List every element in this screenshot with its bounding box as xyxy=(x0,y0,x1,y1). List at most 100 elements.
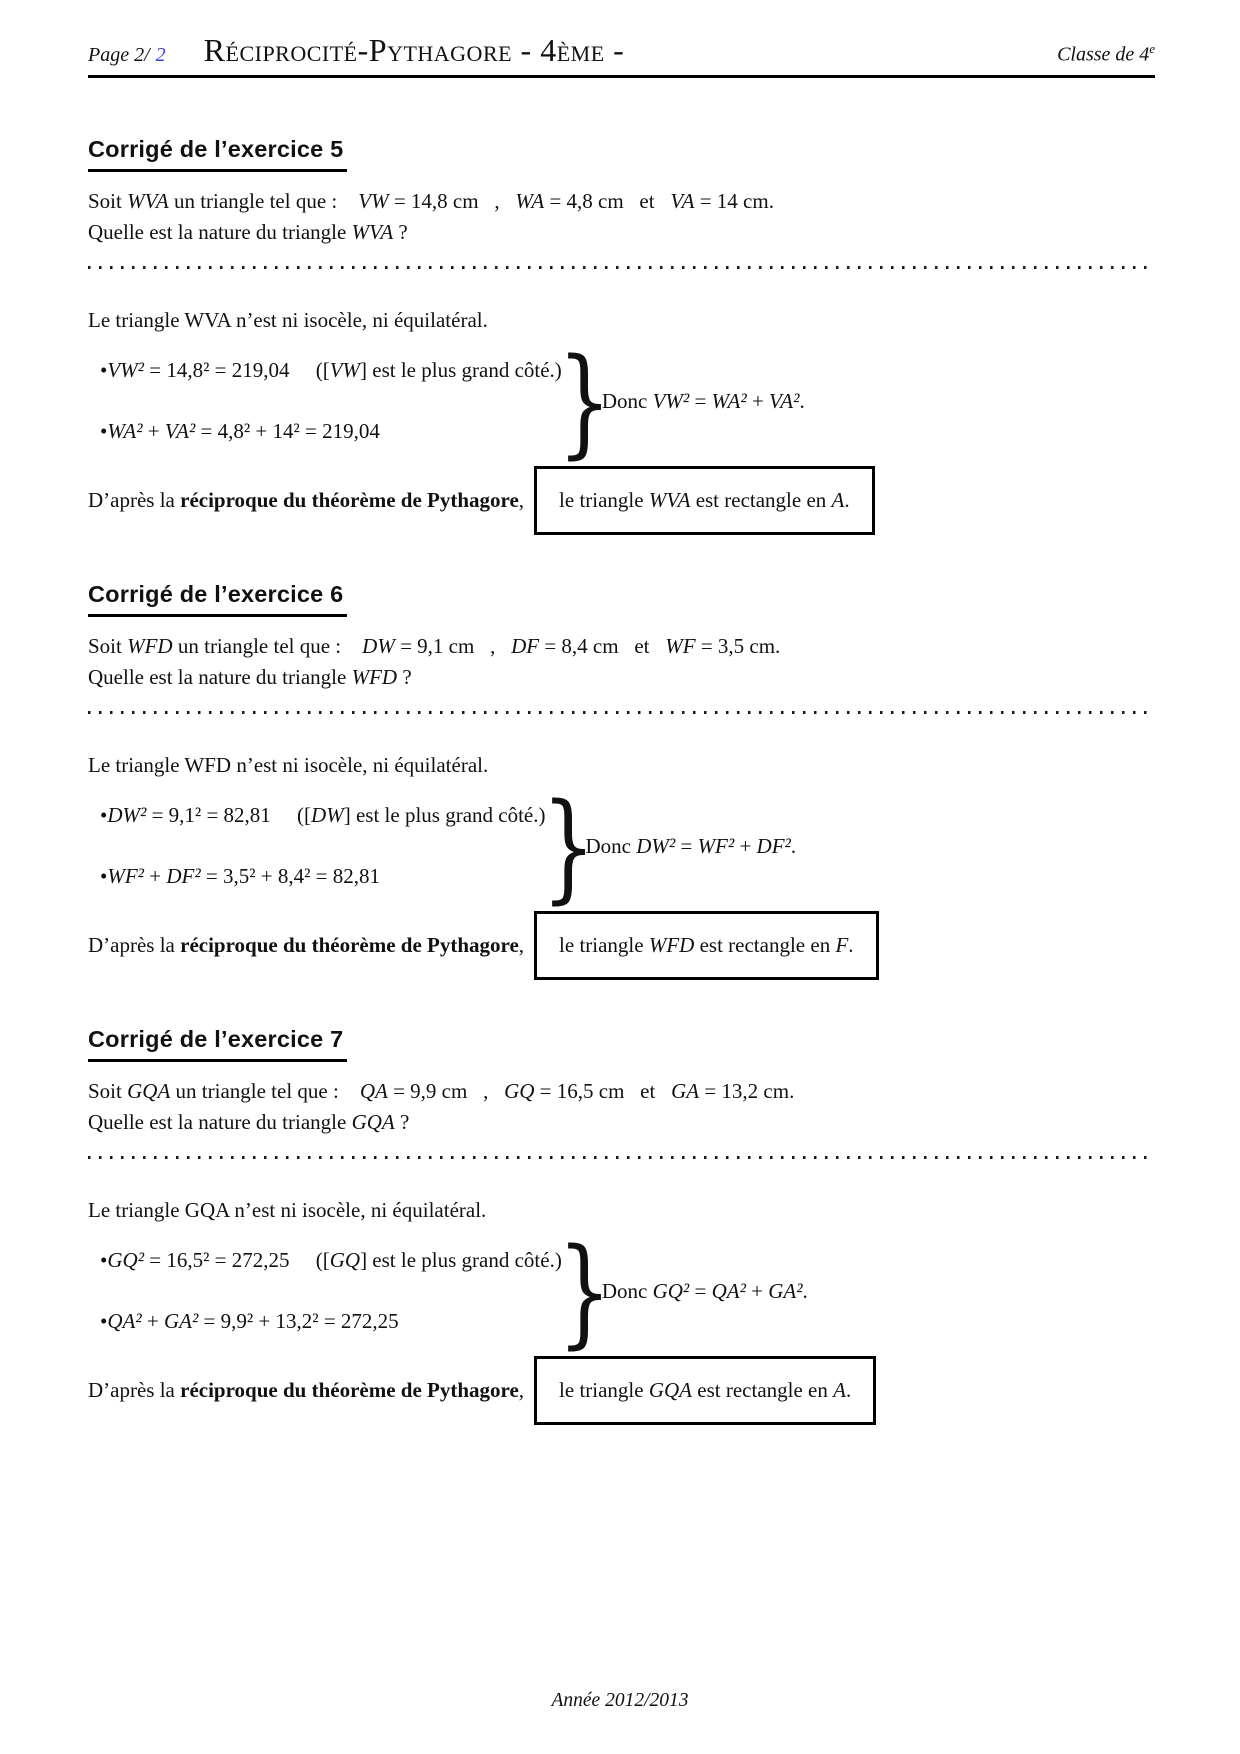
text-token: D’après la xyxy=(88,933,181,957)
text-token: • xyxy=(100,1309,108,1333)
exercise-5-statement: Soit WVA un triangle tel que : VW = 14,8… xyxy=(88,186,1155,217)
text-token: ? xyxy=(397,665,412,689)
text-token: GA² xyxy=(164,1309,199,1333)
exercise-6-statement: Soit WFD un triangle tel que : DW = 9,1 … xyxy=(88,631,1155,662)
text-token: réciproque du théorème de Pythagore xyxy=(180,488,519,512)
text-token: . xyxy=(845,1378,852,1402)
text-token: A xyxy=(831,488,845,512)
text-token: = 16,5² = 272,25 ([ xyxy=(144,1248,330,1272)
text-token: QA² xyxy=(711,1278,746,1303)
text-token: • xyxy=(100,358,108,382)
bullet-line-1: •VW² = 14,8² = 219,04 ([VW] est le plus … xyxy=(100,355,562,386)
text-token: WFD xyxy=(351,665,398,689)
text-token: D’après la xyxy=(88,488,181,512)
text-token: Donc xyxy=(601,388,653,413)
text-token: ] est le plus grand côté.) xyxy=(360,358,562,382)
text-token: VA xyxy=(670,189,695,213)
text-token: est rectangle en xyxy=(694,933,836,957)
text-token: Quelle est la nature du triangle xyxy=(88,1110,352,1134)
text-token: réciproque du théorème de Pythagore xyxy=(180,1378,519,1402)
text-token: VA² xyxy=(769,388,800,413)
text-token: WFD xyxy=(127,634,173,658)
text-token: = 8,4 cm et xyxy=(539,634,666,658)
text-token: • xyxy=(100,1248,108,1272)
text-token: WA² xyxy=(107,419,143,443)
exercise-6-final-row: D’après la réciproque du théorème de Pyt… xyxy=(88,911,1155,980)
text-token: . xyxy=(848,933,854,957)
exercise-5-heading: Corrigé de l’exercice 5 xyxy=(88,136,348,172)
text-token: = 9,1 cm , xyxy=(394,634,512,658)
exercise-5: Corrigé de l’exercice 5 Soit WVA un tria… xyxy=(88,136,1155,535)
exercise-5-final-row: D’après la réciproque du théorème de Pyt… xyxy=(88,466,1155,535)
text-token: VA² xyxy=(164,419,196,443)
school-year: Année 2012/2013 xyxy=(551,1690,689,1711)
text-token: Classe de 4 xyxy=(1057,44,1150,66)
exercise-7-conclusion-equation: Donc GQ² = QA² + GA². xyxy=(602,1276,808,1307)
text-token: VW xyxy=(358,189,389,213)
text-token: Le triangle WVA n’est ni isocèle, ni équ… xyxy=(88,308,488,332)
text-token: = 3,5 cm. xyxy=(695,634,781,658)
page-number-link[interactable]: 2 xyxy=(155,44,166,66)
text-token: DF² xyxy=(756,833,791,858)
page-label: Page 2/ xyxy=(88,44,150,66)
exercise-6-nature-line: Le triangle WFD n’est ni isocèle, ni équ… xyxy=(88,750,1155,781)
text-token: = 4,8 cm et xyxy=(544,189,671,213)
answer-box: le triangle WFD est rectangle en F. xyxy=(534,911,879,980)
text-token: Soit xyxy=(88,634,128,658)
text-token: le triangle xyxy=(559,488,649,512)
document-title: Réciprocité-Pythagore - 4ème - xyxy=(203,32,625,68)
text-token: GQ xyxy=(329,1248,361,1272)
answer-box: le triangle GQA est rectangle en A. xyxy=(534,1356,877,1425)
boxed-answer: le triangle GQA est rectangle en A. xyxy=(559,1375,851,1406)
text-token: QA xyxy=(359,1079,388,1103)
text-token: VW xyxy=(329,358,361,382)
text-token: réciproque du théorème de Pythagore xyxy=(180,933,519,957)
text-token: + xyxy=(143,864,167,888)
text-token: un triangle tel que : xyxy=(172,634,363,658)
dotted-answer-line xyxy=(88,1156,1155,1159)
text-token: + xyxy=(141,1309,164,1333)
right-brace: } xyxy=(558,342,612,460)
text-token: Quelle est la nature du triangle xyxy=(88,220,352,244)
text-token: ] est le plus grand côté.) xyxy=(360,1248,562,1272)
text-token: Donc xyxy=(585,833,637,858)
exercise-7-calculation-block: •GQ² = 16,5² = 272,25 ([GQ] est le plus … xyxy=(88,1232,1155,1350)
bullet-list: •VW² = 14,8² = 219,04 ([VW] est le plus … xyxy=(88,355,562,447)
exercise-5-conclusion-equation: Donc VW² = WA² + VA². xyxy=(602,386,805,417)
bullet-list: •DW² = 9,1² = 82,81 ([DW] est le plus gr… xyxy=(88,800,546,892)
exercise-7-nature-line: Le triangle GQA n’est ni isocèle, ni équ… xyxy=(88,1195,1155,1226)
text-token: = xyxy=(675,833,698,858)
bullet-line-1: •GQ² = 16,5² = 272,25 ([GQ] est le plus … xyxy=(100,1245,562,1276)
text-token: = 16,5 cm et xyxy=(534,1079,672,1103)
text-token: est rectangle en xyxy=(690,488,832,512)
final-prefix: D’après la réciproque du théorème de Pyt… xyxy=(88,485,524,516)
text-token: Le triangle WFD n’est ni isocèle, ni équ… xyxy=(88,753,489,777)
text-token: WVA xyxy=(127,189,169,213)
boxed-answer: le triangle WFD est rectangle en F. xyxy=(559,930,853,961)
text-token: WF² xyxy=(107,864,144,888)
text-token: GQA xyxy=(351,1110,395,1134)
text-token: ? xyxy=(394,1110,410,1134)
header-rule xyxy=(88,75,1155,78)
text-token: VW² xyxy=(652,388,690,413)
text-token: . xyxy=(844,488,850,512)
text-token: . xyxy=(790,833,797,858)
text-token: = 13,2 cm. xyxy=(699,1079,795,1103)
text-token: = 14 cm. xyxy=(694,189,774,213)
text-token: DW xyxy=(362,634,395,658)
bullet-line-2: •WF² + DF² = 3,5² + 8,4² = 82,81 xyxy=(100,861,546,892)
text-token: D’après la xyxy=(88,1378,181,1402)
text-token: Quelle est la nature du triangle xyxy=(88,665,352,689)
exercise-5-calculation-block: •VW² = 14,8² = 219,04 ([VW] est le plus … xyxy=(88,342,1155,460)
text-token: = 4,8² + 14² = 219,04 xyxy=(195,419,380,443)
text-token: • xyxy=(100,864,108,888)
text-token: + xyxy=(746,388,770,413)
exercise-7-heading: Corrigé de l’exercice 7 xyxy=(88,1026,348,1062)
text-token: GA² xyxy=(768,1278,803,1303)
text-token: + xyxy=(734,833,757,858)
exercise-7-statement: Soit GQA un triangle tel que : QA = 9,9 … xyxy=(88,1076,1155,1107)
exercise-6: Corrigé de l’exercice 6 Soit WFD un tria… xyxy=(88,581,1155,980)
exercise-6-calculation-block: •DW² = 9,1² = 82,81 ([DW] est le plus gr… xyxy=(88,787,1155,905)
text-token: Soit xyxy=(88,189,128,213)
